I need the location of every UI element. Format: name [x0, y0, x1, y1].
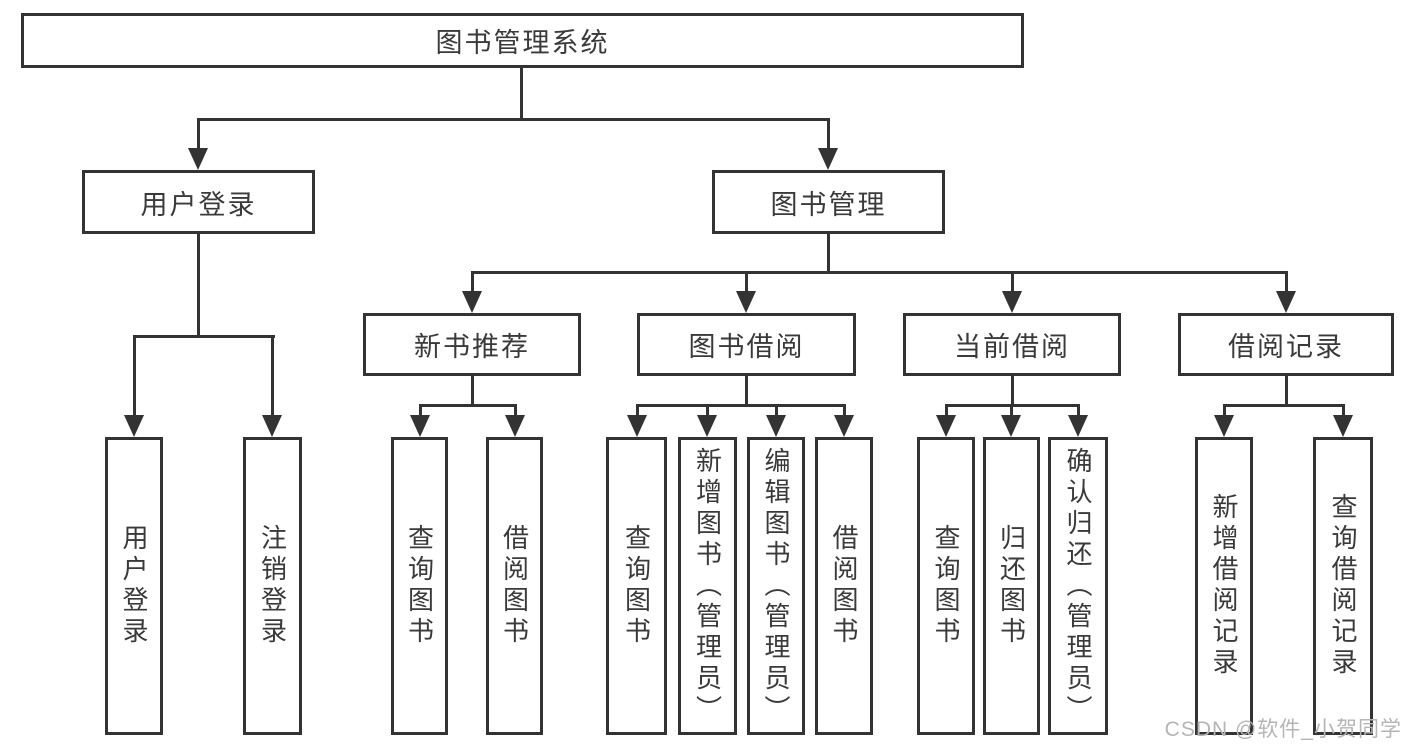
- leaf-query-book-current-label: 查询图书: [931, 524, 961, 648]
- leaf-add-book-admin: 新增图书（管理员）: [678, 437, 737, 735]
- node-book-management-label: 图书管理: [770, 189, 887, 220]
- node-borrow-record-label: 借阅记录: [1228, 332, 1344, 362]
- leaf-add-borrow-record-label: 新增借阅记录: [1209, 493, 1239, 679]
- connector-arrow-line: [419, 404, 422, 415]
- leaf-return-book-label: 归还图书: [996, 524, 1027, 648]
- connector-arrow-line: [706, 404, 709, 415]
- connector-arrow-line: [1342, 404, 1345, 415]
- arrow-down-icon: [1214, 415, 1234, 437]
- leaf-borrow-book-newrec-label: 借阅图书: [499, 524, 530, 648]
- connector-user-login-branch: [133, 335, 275, 338]
- leaf-user-login: 用户登录: [105, 437, 163, 735]
- node-borrow-record: 借阅记录: [1178, 313, 1394, 376]
- arrow-down-icon: [834, 415, 854, 437]
- connector-root-stem: [520, 68, 523, 121]
- connector-arrow-leaf-logout-line: [271, 335, 274, 415]
- leaf-return-book: 归还图书: [983, 437, 1040, 735]
- arrow-down-icon: [124, 415, 144, 437]
- leaf-borrow-book-borrow: 借阅图书: [815, 437, 873, 735]
- arrow-down-icon: [936, 415, 956, 437]
- connector-root-branch: [197, 118, 829, 121]
- arrow-down-icon: [1068, 415, 1088, 437]
- arrow-down-icon: [505, 415, 525, 437]
- node-root: 图书管理系统: [21, 13, 1024, 68]
- connector-arrow-book-mgmt-line: [827, 118, 830, 148]
- node-current-borrow-label: 当前借阅: [954, 332, 1070, 362]
- csdn-watermark: CSDN @软件_小贺同学: [1164, 718, 1402, 741]
- leaf-query-book-borrow-label: 查询图书: [621, 524, 652, 648]
- arrow-down-icon: [262, 415, 282, 437]
- node-book-borrow: 图书借阅: [637, 313, 856, 376]
- connector-record-branch: [1223, 404, 1345, 407]
- leaf-query-book-newrec-label: 查询图书: [404, 524, 435, 648]
- node-new-book-recommend: 新书推荐: [363, 313, 581, 376]
- leaf-query-borrow-record: 查询借阅记录: [1313, 437, 1373, 735]
- connector-book-mgmt-stem: [827, 234, 830, 274]
- arrow-down-icon: [1333, 415, 1353, 437]
- connector-arrow-newrec-line: [471, 271, 474, 291]
- connector-arrow-line: [1077, 404, 1080, 415]
- connector-arrow-line: [1223, 404, 1226, 415]
- leaf-confirm-return-admin: 确认归还（管理员）: [1048, 437, 1108, 735]
- connector-arrow-line: [514, 404, 517, 415]
- arrow-down-icon: [736, 291, 756, 313]
- node-root-label: 图书管理系统: [435, 28, 610, 58]
- node-user-login: 用户登录: [82, 170, 315, 234]
- arrow-down-icon: [1002, 291, 1022, 313]
- node-book-management: 图书管理: [712, 170, 945, 234]
- connector-book-mgmt-branch: [471, 271, 1287, 274]
- leaf-borrow-book-borrow-label: 借阅图书: [829, 524, 859, 648]
- connector-record-stem: [1285, 376, 1288, 407]
- arrow-down-icon: [766, 415, 786, 437]
- connector-arrow-line: [843, 404, 846, 415]
- arrow-down-icon: [188, 148, 208, 170]
- arrow-down-icon: [1001, 415, 1021, 437]
- node-user-login-label: 用户登录: [140, 189, 257, 220]
- connector-arrow-record-line: [1285, 271, 1288, 291]
- connector-arrow-line: [945, 404, 948, 415]
- arrow-down-icon: [1276, 291, 1296, 313]
- connector-arrow-user-login-line: [197, 118, 200, 148]
- connector-borrow-branch: [636, 404, 846, 407]
- connector-newrec-stem: [471, 376, 474, 407]
- node-book-borrow-label: 图书借阅: [688, 332, 805, 362]
- leaf-logout-label: 注销登录: [257, 524, 288, 648]
- connector-arrow-leaf-login-line: [133, 335, 136, 415]
- node-new-book-recommend-label: 新书推荐: [414, 332, 530, 362]
- arrow-down-icon: [627, 415, 647, 437]
- arrow-down-icon: [462, 291, 482, 313]
- leaf-edit-book-admin: 编辑图书（管理员）: [747, 437, 805, 735]
- leaf-query-borrow-record-label: 查询借阅记录: [1328, 493, 1358, 679]
- leaf-add-book-admin-label: 新增图书（管理员）: [692, 446, 723, 726]
- node-current-borrow: 当前借阅: [903, 313, 1121, 376]
- arrow-down-icon: [818, 148, 838, 170]
- connector-user-login-stem: [197, 234, 200, 338]
- leaf-query-book-current: 查询图书: [917, 437, 975, 735]
- connector-arrow-line: [636, 404, 639, 415]
- arrow-down-icon: [410, 415, 430, 437]
- leaf-logout: 注销登录: [243, 437, 302, 735]
- leaf-query-book-newrec: 查询图书: [391, 437, 448, 735]
- connector-arrow-borrow-line: [745, 271, 748, 291]
- leaf-borrow-book-newrec: 借阅图书: [486, 437, 543, 735]
- connector-arrow-current-line: [1011, 271, 1014, 291]
- leaf-user-login-label: 用户登录: [119, 524, 149, 648]
- connector-arrow-line: [1010, 404, 1013, 415]
- connector-newrec-branch: [419, 404, 517, 407]
- connector-current-stem: [1011, 376, 1014, 407]
- arrow-down-icon: [697, 415, 717, 437]
- leaf-edit-book-admin-label: 编辑图书（管理员）: [761, 446, 791, 726]
- connector-arrow-line: [775, 404, 778, 415]
- leaf-confirm-return-admin-label: 确认归还（管理员）: [1063, 446, 1093, 726]
- leaf-query-book-borrow: 查询图书: [606, 437, 667, 735]
- leaf-add-borrow-record: 新增借阅记录: [1195, 437, 1253, 735]
- connector-borrow-stem: [745, 376, 748, 407]
